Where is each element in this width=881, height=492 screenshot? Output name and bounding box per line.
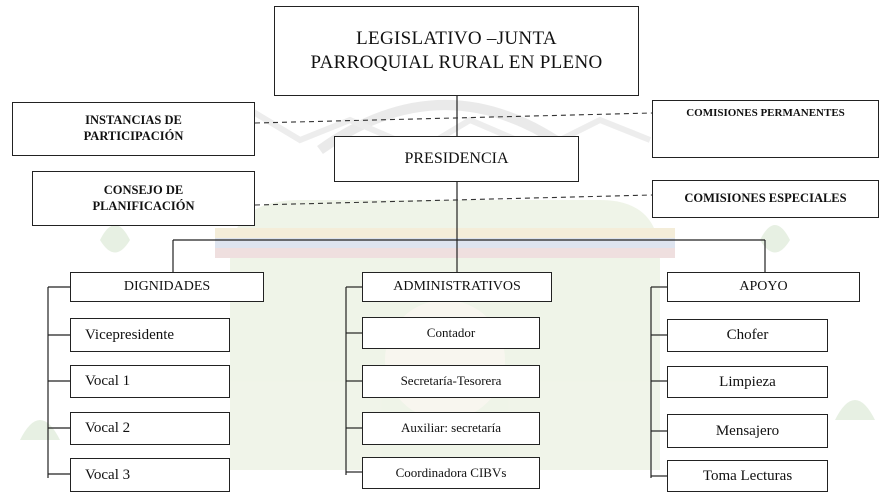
apoyo-header-label: APOYO xyxy=(739,279,788,295)
administrativos-item: Secretaría-Tesorera xyxy=(362,365,540,398)
dignidades-item: Vocal 1 xyxy=(70,365,230,398)
administrativos-item: Coordinadora CIBVs xyxy=(362,457,540,489)
apoyo-header: APOYO xyxy=(667,272,860,302)
comisiones-permanentes-box: COMISIONES PERMANENTES xyxy=(652,100,879,158)
apoyo-item-label: Chofer xyxy=(726,327,769,344)
consejo-box: CONSEJO DE PLANIFICACIÓN xyxy=(32,171,255,226)
instancias-line1: INSTANCIAS DE xyxy=(85,113,182,128)
administrativos-item-label: Secretaría-Tesorera xyxy=(400,373,502,389)
consejo-line2: PLANIFICACIÓN xyxy=(92,198,195,213)
dignidades-item-label: Vocal 3 xyxy=(85,466,131,483)
legislativo-box: LEGISLATIVO –JUNTA PARROQUIAL RURAL EN P… xyxy=(274,6,639,96)
legislativo-line1: LEGISLATIVO –JUNTA xyxy=(356,28,557,50)
apoyo-item: Chofer xyxy=(667,319,828,352)
legislativo-line2: PARROQUIAL RURAL EN PLENO xyxy=(310,52,603,73)
administrativos-item: Auxiliar: secretaría xyxy=(362,412,540,445)
administrativos-item-label: Auxiliar: secretaría xyxy=(401,420,501,436)
instancias-box: INSTANCIAS DE PARTICIPACIÓN xyxy=(12,102,255,156)
apoyo-item-label: Mensajero xyxy=(715,422,780,439)
dignidades-item-label: Vocal 1 xyxy=(85,373,131,390)
comisiones-especiales-label: COMISIONES ESPECIALES xyxy=(684,191,847,206)
dignidades-header: DIGNIDADES xyxy=(70,272,264,302)
apoyo-item-label: Limpieza xyxy=(719,373,776,390)
administrativos-item: Contador xyxy=(362,317,540,349)
dignidades-item-label: Vocal 2 xyxy=(85,420,131,437)
presidencia-box: PRESIDENCIA xyxy=(334,136,579,182)
instancias-line2: PARTICIPACIÓN xyxy=(83,129,184,143)
consejo-line1: CONSEJO DE xyxy=(103,182,184,197)
comisiones-permanentes-label: COMISIONES PERMANENTES xyxy=(686,107,845,119)
apoyo-item: Mensajero xyxy=(667,414,828,448)
presidencia-label: PRESIDENCIA xyxy=(404,150,509,167)
administrativos-header: ADMINISTRATIVOS xyxy=(362,272,552,302)
dignidades-item: Vocal 2 xyxy=(70,412,230,445)
administrativos-item-label: Contador xyxy=(426,324,476,340)
administrativos-header-label: ADMINISTRATIVOS xyxy=(393,279,521,295)
apoyo-item: Toma Lecturas xyxy=(667,460,828,492)
dignidades-item-label: Vicepresidente xyxy=(85,326,175,343)
dignidades-item: Vocal 3 xyxy=(70,458,230,492)
dignidades-header-label: DIGNIDADES xyxy=(123,279,211,295)
dignidades-item: Vicepresidente xyxy=(70,318,230,352)
administrativos-item-label: Coordinadora CIBVs xyxy=(395,464,507,480)
apoyo-item: Limpieza xyxy=(667,366,828,398)
apoyo-item-label: Toma Lecturas xyxy=(702,467,793,484)
comisiones-especiales-box: COMISIONES ESPECIALES xyxy=(652,180,879,218)
